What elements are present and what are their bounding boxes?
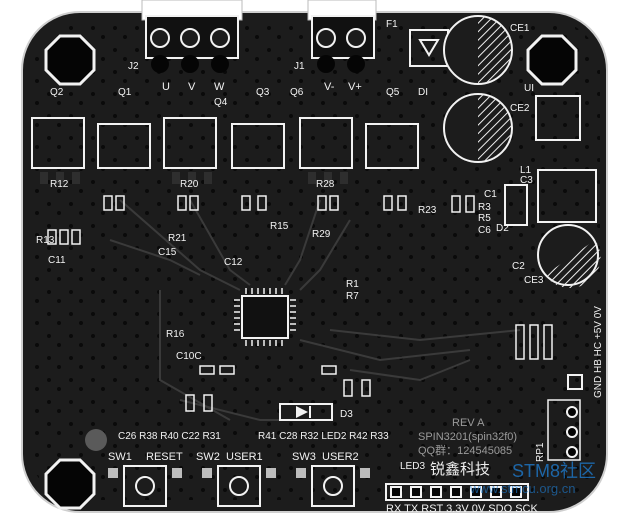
label-ce3: CE3 xyxy=(524,275,544,286)
capacitor-ce1 xyxy=(443,15,513,85)
label-c2: C2 xyxy=(512,261,525,272)
switch-outlines xyxy=(123,465,355,507)
label-r13: R13 xyxy=(36,235,55,246)
capacitor-ce3 xyxy=(537,224,601,289)
prog-header xyxy=(385,483,529,501)
label-rev: REV A xyxy=(452,417,485,429)
label-ce1: CE1 xyxy=(510,23,530,34)
label-r21: R21 xyxy=(168,233,187,244)
label-d2: D2 xyxy=(496,223,509,234)
label-q5: Q5 xyxy=(386,87,400,98)
label-q1: Q1 xyxy=(118,87,132,98)
label-reset: RESET xyxy=(146,451,183,463)
label-c15: C15 xyxy=(158,247,177,258)
label-r15: R15 xyxy=(270,221,289,232)
label-di: DI xyxy=(418,87,428,98)
label-c11: C11 xyxy=(48,255,66,266)
label-led3: LED3 xyxy=(400,461,426,472)
label-qq: QQ群：124545085 xyxy=(418,445,513,457)
label-c1: C1 xyxy=(484,189,497,200)
label-u1: UI xyxy=(524,83,534,94)
connector-j1 xyxy=(307,0,377,73)
label-r3: R3 xyxy=(478,202,491,213)
label-r7: R7 xyxy=(346,291,359,302)
label-f1: F1 xyxy=(386,19,398,30)
label-r1: R1 xyxy=(346,279,359,290)
label-q2: Q2 xyxy=(50,87,64,98)
label-user1: USER1 xyxy=(226,451,263,463)
smd-parts xyxy=(47,195,553,412)
right-header xyxy=(547,374,583,461)
watermark-title: STM8社区 xyxy=(512,461,597,481)
switch-pads xyxy=(108,468,370,478)
label-c6: C6 xyxy=(478,225,491,236)
label-phase-w: W xyxy=(214,81,225,93)
label-vplus: V+ xyxy=(348,81,362,93)
watermark-url: www.stmcu.org.cn xyxy=(470,481,576,496)
label-l1: L1 xyxy=(520,165,532,176)
label-ce2: CE2 xyxy=(510,103,530,114)
label-brand: 锐鑫科技 xyxy=(430,461,491,478)
label-vminus: V- xyxy=(324,81,335,93)
label-r23: R23 xyxy=(418,205,437,216)
label-user2: USER2 xyxy=(322,451,359,463)
label-r16: R16 xyxy=(166,329,185,340)
label-j2: J2 xyxy=(128,61,139,72)
label-r20: R20 xyxy=(180,179,199,190)
right-header-labels: GND HB HC +5V 0V xyxy=(593,306,604,398)
via-field xyxy=(30,20,600,500)
label-r28: R28 xyxy=(316,179,335,190)
label-q4: Q4 xyxy=(214,97,228,108)
bottom-row-labels: C26 R38 R40 C22 R31 xyxy=(118,431,221,442)
regulator-u1 xyxy=(535,95,581,141)
label-r5: R5 xyxy=(478,213,491,224)
label-r29: R29 xyxy=(312,229,331,240)
diode-d3 xyxy=(279,403,333,421)
label-r12: R12 xyxy=(50,179,69,190)
label-q3: Q3 xyxy=(256,87,270,98)
bottom-row-labels-2: R41 C28 R32 LED2 R42 R33 xyxy=(258,431,389,442)
label-sw1: SW1 xyxy=(108,451,132,463)
label-c12: C12 xyxy=(224,257,243,268)
label-c10c: C10C xyxy=(176,351,202,362)
mcu-chip xyxy=(234,288,296,346)
label-c3: C3 xyxy=(520,175,533,186)
label-sw2: SW2 xyxy=(196,451,220,463)
label-d3: D3 xyxy=(340,409,353,420)
label-q6: Q6 xyxy=(290,87,304,98)
diode-symbol xyxy=(418,39,440,57)
pin-labels: RX TX RST 3.3V 0V SDO SCK xyxy=(386,503,538,515)
label-rp1: RP1 xyxy=(535,442,546,462)
label-phase-u: U xyxy=(162,81,170,93)
mounting-holes xyxy=(44,34,578,510)
label-j1: J1 xyxy=(294,61,305,72)
hole-copper-left xyxy=(85,429,107,451)
connector-j2 xyxy=(141,0,243,73)
capacitor-ce2 xyxy=(443,93,513,163)
label-phase-v: V xyxy=(188,81,196,93)
label-sw3: SW3 xyxy=(292,451,316,463)
mosfet-pads xyxy=(40,172,348,184)
diode-d2-box xyxy=(504,184,528,226)
mosfet-row xyxy=(31,117,419,169)
inductor-l1 xyxy=(537,169,597,223)
traces xyxy=(109,199,521,421)
label-chip: SPIN3201(spin32f0) xyxy=(418,431,518,443)
